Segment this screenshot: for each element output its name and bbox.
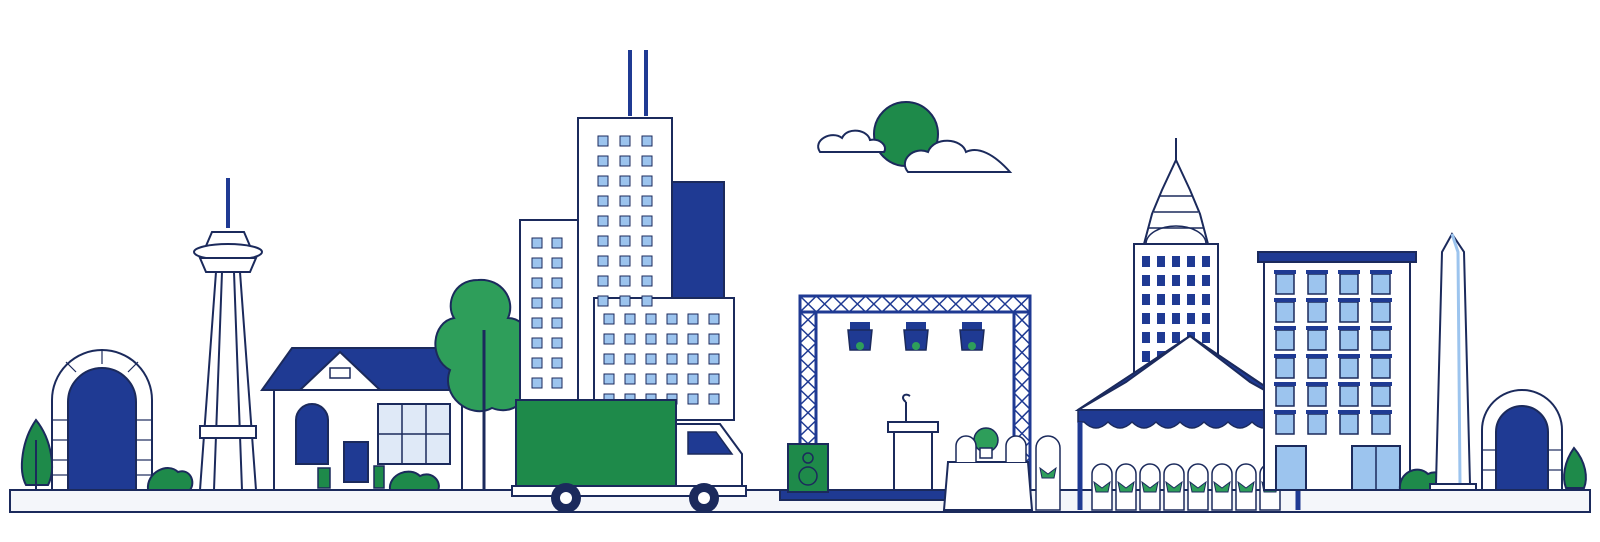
tree-small-left-icon: [20, 418, 53, 490]
tree-icon: [434, 278, 533, 490]
podium-icon: [887, 393, 939, 491]
space-needle-icon: [193, 178, 263, 491]
spotlight-icon: [847, 322, 985, 351]
skyscraper-cluster-icon: [519, 50, 735, 421]
obelisk-monument-icon: [1429, 232, 1477, 491]
tree-small-right-icon: [1563, 446, 1587, 489]
banquet-table-icon: [942, 427, 1061, 511]
cloud-icon: [817, 129, 1013, 173]
chrysler-building-icon: [1133, 138, 1219, 375]
apartment-building-icon: [1257, 251, 1417, 491]
stone-arch-right-icon: [1481, 389, 1563, 491]
speaker-icon: [787, 443, 829, 493]
stone-arch-left-icon: [51, 349, 153, 491]
house-icon: [260, 347, 470, 491]
bush-icon: [146, 467, 194, 491]
event-tent-icon: [1074, 334, 1304, 511]
box-truck-icon: [511, 399, 747, 513]
